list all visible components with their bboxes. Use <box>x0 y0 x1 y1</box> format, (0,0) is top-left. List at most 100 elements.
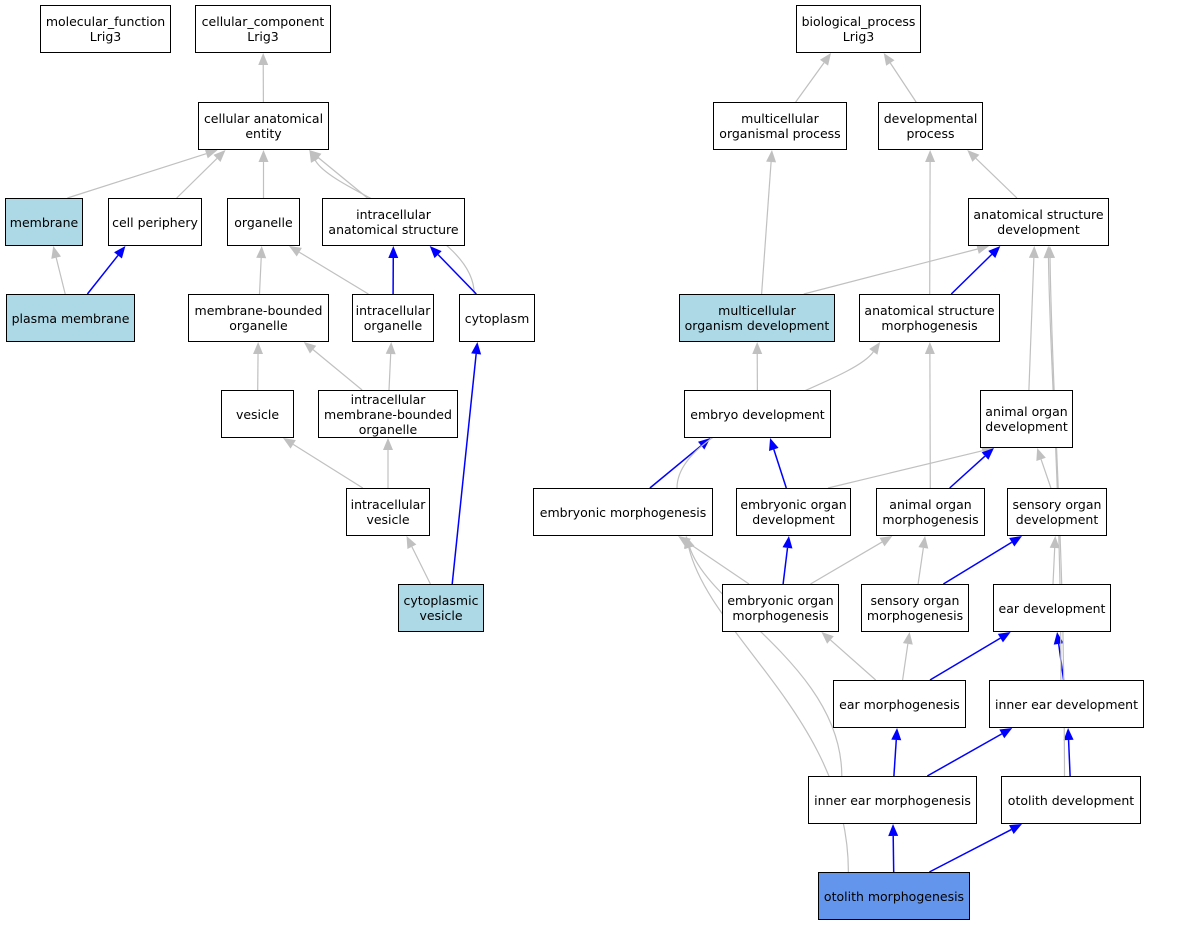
edge-arrowhead <box>1028 246 1039 259</box>
edge-arrowhead <box>204 148 218 159</box>
go-term-node[interactable]: inner ear development <box>989 680 1144 728</box>
go-term-label: molecular_function <box>45 14 166 29</box>
go-term-label: intracellular <box>350 391 426 407</box>
go-term-label: organismal process <box>719 126 841 141</box>
edge-arrowhead <box>888 824 899 837</box>
edge-line <box>929 637 1001 681</box>
go-term-node[interactable]: ear development <box>993 584 1111 632</box>
edge-arrowhead <box>258 150 269 162</box>
go-term-label: membrane-bounded <box>194 303 323 318</box>
go-term-label: organelle <box>229 318 288 333</box>
go-term-label: intracellular <box>350 497 426 512</box>
edge-line <box>388 353 392 391</box>
go-term-node[interactable]: cell periphery <box>108 198 202 246</box>
go-term-label: process <box>906 126 955 141</box>
go-term-label: biological_process <box>801 14 916 29</box>
edge-line <box>312 349 363 391</box>
go-term-node[interactable]: otolith development <box>1001 776 1141 824</box>
edge-line <box>258 257 262 295</box>
go-term-label: development <box>997 222 1080 237</box>
go-term-label: cytoplasm <box>464 310 530 326</box>
edge-arrowhead <box>289 246 302 257</box>
edge-arrowhead <box>918 536 929 549</box>
go-term-label: Lrig3 <box>842 29 875 44</box>
go-term-label: organelle <box>363 318 423 333</box>
go-term-node[interactable]: plasma membrane <box>6 294 135 342</box>
go-term-node[interactable]: embryonic morphogenesis <box>533 488 713 536</box>
go-term-node[interactable]: ear morphogenesis <box>833 680 966 728</box>
go-term-node[interactable]: membrane <box>5 198 83 246</box>
edge-arrowhead <box>821 632 834 644</box>
edge-line <box>893 739 898 777</box>
edge-arrowhead <box>1045 246 1056 259</box>
edge-arrowhead <box>902 632 913 645</box>
go-term-label: sensory organ <box>1012 497 1102 512</box>
edge-arrowhead <box>303 342 317 354</box>
edge-line <box>649 445 702 489</box>
edge-line <box>975 157 1018 199</box>
go-term-label: intracellular <box>355 303 431 318</box>
edge-line <box>889 62 917 103</box>
edge-arrowhead <box>1009 536 1022 547</box>
edge-line <box>86 254 119 295</box>
go-term-label: multicellular <box>718 303 796 318</box>
go-term-node[interactable]: otolith morphogenesis <box>818 872 970 920</box>
edge-arrowhead <box>925 150 936 163</box>
edge-line <box>1040 459 1052 489</box>
go-term-label: multicellular <box>741 111 819 126</box>
go-term-label: ear morphogenesis <box>839 696 960 712</box>
edge-arrowhead <box>385 342 396 355</box>
go-term-label: animal organ <box>889 497 972 512</box>
edge-line <box>782 547 789 585</box>
go-term-node[interactable]: vesicle <box>221 390 294 438</box>
go-term-label: otolith development <box>1007 792 1135 808</box>
edge-line <box>761 161 772 295</box>
go-term-label: morphogenesis <box>866 608 964 623</box>
go-term-label: intracellular <box>356 207 431 222</box>
go-term-label: membrane-bounded <box>324 406 452 422</box>
edge-line <box>926 733 1003 777</box>
go-term-label: morphogenesis <box>882 512 979 527</box>
edge-line <box>795 62 825 103</box>
go-term-label: embryonic morphogenesis <box>539 504 707 520</box>
edge-arrowhead <box>1063 728 1074 741</box>
go-term-label: cellular_component <box>201 14 325 29</box>
edge-arrowhead <box>766 150 777 163</box>
go-term-label: membrane <box>9 214 79 230</box>
go-term-label: anatomical structure <box>973 207 1104 222</box>
edge-arrowhead <box>406 536 417 549</box>
go-term-node[interactable]: organelle <box>227 198 300 246</box>
edge-line <box>689 547 843 777</box>
go-term-label: development <box>752 512 835 527</box>
go-term-label: otolith morphogenesis <box>823 888 965 904</box>
go-term-label: anatomical structure <box>864 303 995 318</box>
edge-line <box>950 253 993 295</box>
edge-arrowhead <box>891 728 902 741</box>
go-term-node[interactable]: embryo development <box>684 390 831 438</box>
go-term-node[interactable]: inner ear morphogenesis <box>808 776 977 824</box>
edge-arrowhead <box>869 342 881 355</box>
go-term-node[interactable]: cytoplasm <box>459 294 535 342</box>
edge-line <box>176 157 218 199</box>
